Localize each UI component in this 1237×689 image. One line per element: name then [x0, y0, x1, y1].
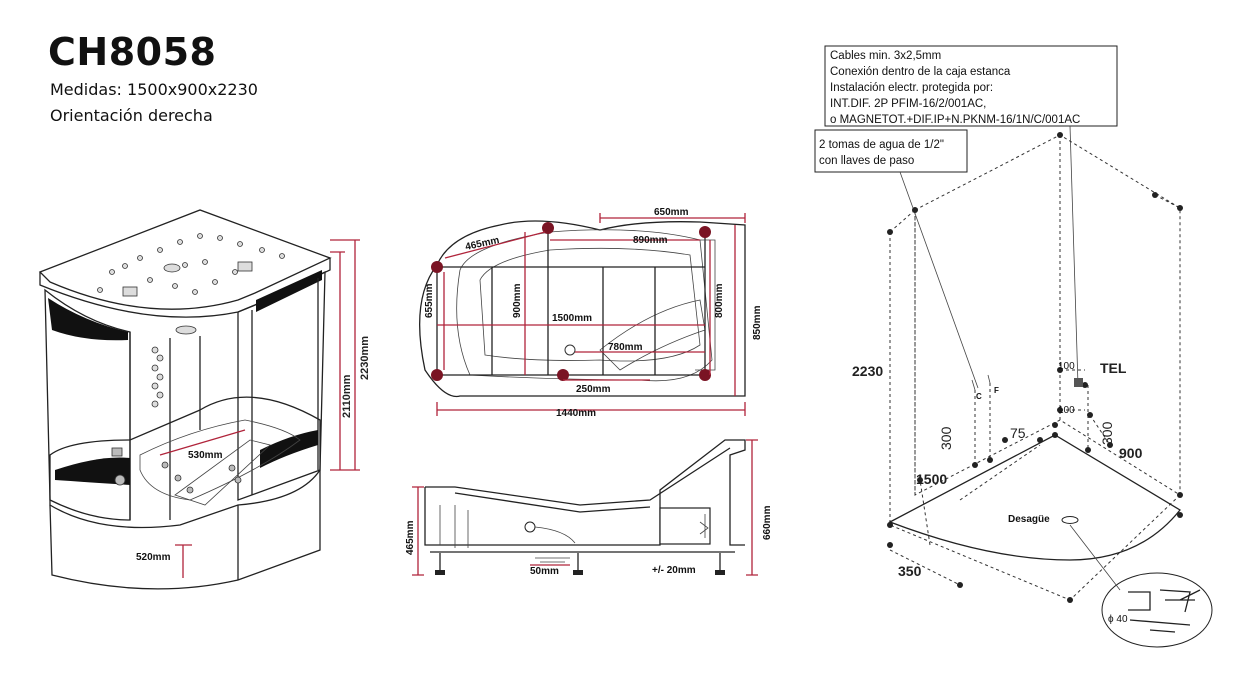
water-note: 2 tomas de agua de 1/2" con llaves de pa… [819, 139, 944, 167]
dim-1500-top: 1500mm [552, 313, 592, 324]
dim-800: 800mm [714, 283, 725, 318]
tel-label: TEL [1100, 360, 1127, 376]
install-view [814, 45, 1213, 648]
dim-900-install: 900 [1119, 445, 1143, 461]
top-view [418, 213, 746, 416]
cold-water-label: C [976, 392, 982, 401]
drain-label: Desagüe [1008, 514, 1050, 525]
dim-300-left: 300 [938, 426, 954, 450]
dim-660: 660mm [762, 505, 773, 540]
shower-cabin-view [38, 209, 360, 590]
dim-2110-cabin: 2110mm [341, 374, 353, 418]
dim-780: 780mm [608, 342, 643, 353]
dim-900-top: 900mm [512, 283, 523, 318]
dim-250: 250mm [576, 384, 611, 395]
water-note-line: con llaves de paso [819, 155, 914, 167]
dim-465-side: 465mm [405, 520, 416, 555]
dim-650: 650mm [654, 207, 689, 218]
dim-1440: 1440mm [556, 408, 596, 419]
electric-note-line: Instalación electr. protegida por: [830, 82, 993, 94]
electric-note-line: Cables min. 3x2,5mm [830, 50, 941, 62]
model-title: CH8058 [48, 30, 217, 74]
dim-100-top: 100 [1058, 361, 1075, 372]
side-view [412, 439, 758, 576]
electric-note-line: o MAGNETOT.+DIF.IP+N.PKNM-16/1N/C/001AC [830, 114, 1080, 126]
dim-530-tub: 530mm [188, 450, 223, 461]
dim-300-right: 300 [1099, 421, 1115, 445]
electric-note-line: Conexión dentro de la caja estanca [830, 66, 1011, 78]
dim-1500-install: 1500 [916, 471, 947, 487]
dim-100-bottom: 100 [1058, 405, 1075, 416]
dim-350-install: 350 [898, 563, 922, 579]
measures-text: Medidas: 1500x900x2230 [50, 80, 258, 99]
dim-890: 890mm [633, 235, 668, 246]
dim-20: +/- 20mm [652, 565, 696, 576]
drain-diameter-label: ϕ 40 [1108, 614, 1128, 625]
dim-2230-cabin: 2230mm [359, 336, 371, 380]
dim-75: 75 [1010, 425, 1026, 441]
electric-note-line: INT.DIF. 2P PFIM-16/2/001AC, [830, 98, 986, 110]
electric-note: Cables min. 3x2,5mm Conexión dentro de l… [830, 50, 1080, 126]
orientation-text: Orientación derecha [50, 106, 213, 125]
dim-850: 850mm [752, 305, 763, 340]
dim-655: 655mm [424, 283, 435, 318]
dim-2230-install: 2230 [852, 363, 883, 379]
dim-520-tray: 520mm [136, 552, 171, 563]
hot-water-label: F [994, 386, 999, 395]
dim-50: 50mm [530, 566, 559, 577]
water-note-line: 2 tomas de agua de 1/2" [819, 139, 944, 151]
